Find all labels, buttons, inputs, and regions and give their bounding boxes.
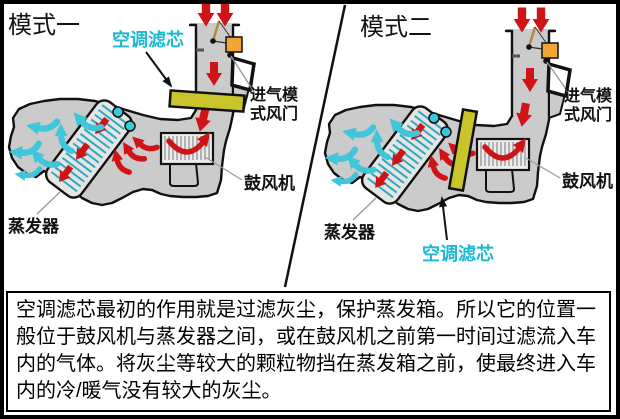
blower-rotation-arrow: [166, 138, 207, 155]
damper-actuator: [225, 36, 243, 53]
filter-label: 空调滤芯: [422, 243, 494, 264]
damper-link-rod: [218, 20, 232, 39]
damper-actuator: [541, 42, 559, 59]
diagram-canvas: 模式一: [4, 4, 616, 415]
damper-label-line1: 进气模: [250, 85, 299, 104]
caption-box: 空调滤芯最初的作用就是过滤灰尘，保护蒸发箱。所以它的位置一般位于鼓风机与蒸发器之…: [6, 291, 611, 412]
airflow-arrow-red: [513, 7, 531, 33]
filter-pointer-arrow: [145, 51, 173, 88]
panel1-title: 模式一: [8, 12, 80, 39]
evaporator-label: 蒸发器: [8, 216, 60, 236]
evaporator-port: [124, 120, 136, 132]
blower-leader: [204, 156, 243, 181]
evaporator-port: [428, 112, 440, 124]
damper-leader: [230, 55, 255, 93]
evaporator-leader: [36, 191, 61, 215]
evaporator-port: [440, 126, 452, 138]
blower-label: 鼓风机: [244, 173, 295, 193]
cabin-air-filter: [168, 89, 246, 113]
blower-rotation-arrowhead: [513, 138, 526, 153]
blower-rotation-arrow: [482, 144, 523, 161]
blower: [475, 137, 531, 172]
damper-leader: [546, 61, 569, 93]
blower-pedestal: [169, 162, 200, 187]
damper-label-line1: 进气模: [564, 86, 613, 105]
panel-mode2: 模式二: [324, 7, 613, 264]
panel2-title: 模式二: [360, 14, 432, 41]
evaporator: [360, 105, 450, 205]
filter-pointer-arrow: [439, 196, 448, 241]
hvac-assembly: [7, 20, 256, 207]
caption-text: 空调滤芯最初的作用就是过滤灰尘，保护蒸发箱。所以它的位置一般位于鼓风机与蒸发器之…: [16, 299, 596, 402]
evaporator-port: [112, 106, 124, 118]
damper-pivot-upper: [210, 38, 216, 44]
cabin-air-filter: [447, 107, 479, 193]
damper-pivot-upper: [526, 44, 532, 50]
blower-leader: [525, 157, 561, 179]
evaporator-label: 蒸发器: [324, 222, 376, 242]
blower: [159, 131, 215, 166]
damper-label-line2: 式风门: [250, 104, 298, 123]
filter-label: 空调滤芯: [112, 29, 184, 50]
damper-flap: [211, 20, 221, 42]
panel-mode1: 模式一: [8, 4, 299, 236]
evaporator-leader: [352, 197, 377, 221]
blower-pedestal: [485, 168, 516, 193]
evaporator: [44, 99, 134, 199]
blower-rotation-arrowhead: [197, 132, 210, 147]
panel-divider: [283, 4, 347, 288]
hvac-assembly: [323, 26, 572, 213]
damper-link-rod: [534, 26, 548, 45]
hvac-diagrams: 模式一: [4, 4, 613, 288]
blower-label: 鼓风机: [562, 171, 613, 191]
damper-flap: [527, 26, 537, 48]
damper-label-line2: 式风门: [564, 105, 612, 124]
